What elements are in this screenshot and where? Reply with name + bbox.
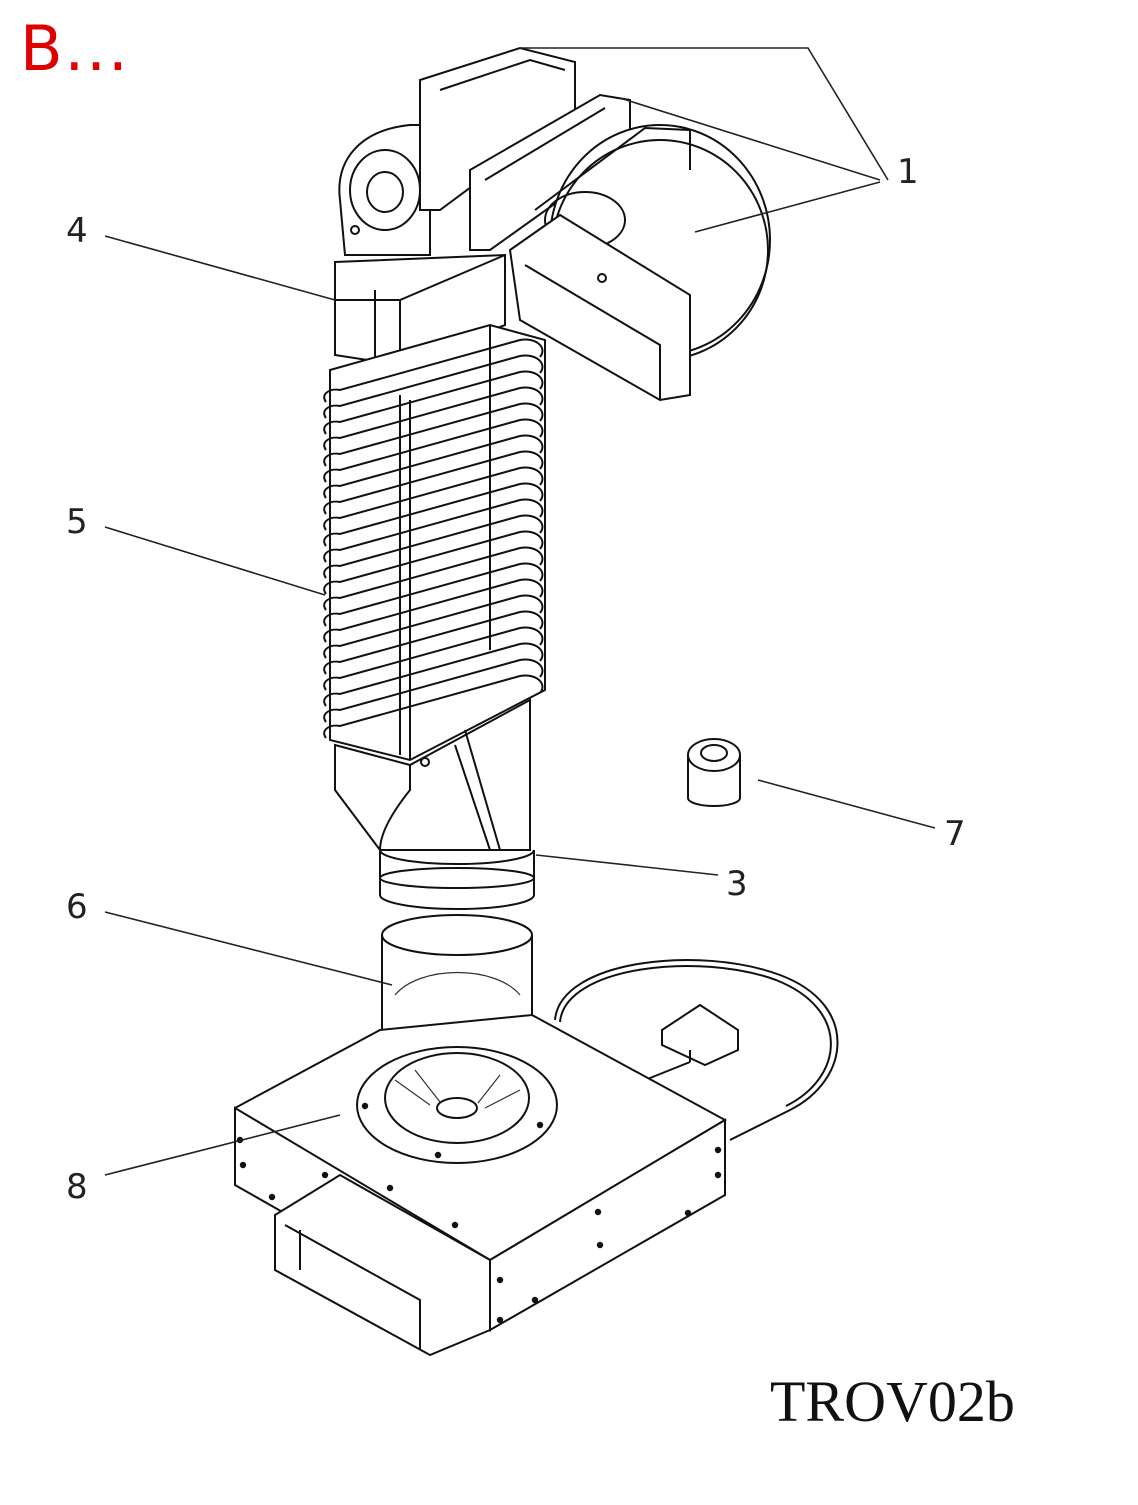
rivet [434, 1151, 442, 1159]
rivet [596, 1241, 604, 1249]
rivet [496, 1316, 504, 1324]
callout-8: 8 [66, 1167, 88, 1207]
bellows-rib [323, 594, 544, 659]
bellows-rib [323, 530, 544, 595]
rivet [451, 1221, 459, 1229]
bellows-rib [323, 482, 544, 547]
bellows-rib [323, 386, 544, 451]
bellows-rib [323, 370, 544, 435]
bellows-rib [323, 626, 544, 691]
bellows-rib [323, 338, 544, 403]
bellows-rib [323, 498, 544, 563]
part-3-transition-piece [334, 698, 535, 910]
callout-1: 1 [897, 152, 919, 192]
callout-3: 3 [726, 864, 748, 904]
bellows-rib [323, 674, 544, 739]
bellows-rib [323, 658, 544, 723]
rivet [536, 1121, 544, 1129]
bellows-rib [323, 610, 544, 675]
part-8-fan-box [234, 959, 839, 1357]
rivet [714, 1171, 722, 1179]
callout-7: 7 [944, 814, 966, 854]
bellows-rib [323, 418, 544, 483]
callout-4: 4 [66, 211, 88, 251]
part-5-flexible-bellows [323, 323, 546, 762]
rivet [714, 1146, 722, 1154]
bellows-rib [323, 450, 544, 515]
callout-6: 6 [66, 887, 88, 927]
rivet [321, 1171, 329, 1179]
bellows-rib [323, 354, 544, 419]
part-1-elbow-assembly [334, 46, 771, 402]
bellows-rib [323, 578, 544, 643]
rivet [594, 1208, 602, 1216]
bellows-rib [323, 546, 544, 611]
bellows-rib [323, 466, 544, 531]
rivet [496, 1276, 504, 1284]
bellows-rib [323, 434, 544, 499]
rivet [684, 1209, 692, 1217]
bellows-rib [323, 642, 544, 707]
bellows-rib [323, 514, 544, 579]
corner-label: B... [20, 12, 130, 85]
rivet [361, 1102, 369, 1110]
part-7-bushing [687, 738, 741, 807]
callout-5: 5 [66, 502, 88, 542]
rivet [386, 1184, 394, 1192]
bellows-rib [323, 562, 544, 627]
rivet [239, 1161, 247, 1169]
rivet [268, 1193, 276, 1201]
rivet [531, 1296, 539, 1304]
leader-lines [104, 47, 936, 1176]
drawing-code: TROV02b [770, 1369, 1015, 1434]
bellows-rib [323, 402, 544, 467]
